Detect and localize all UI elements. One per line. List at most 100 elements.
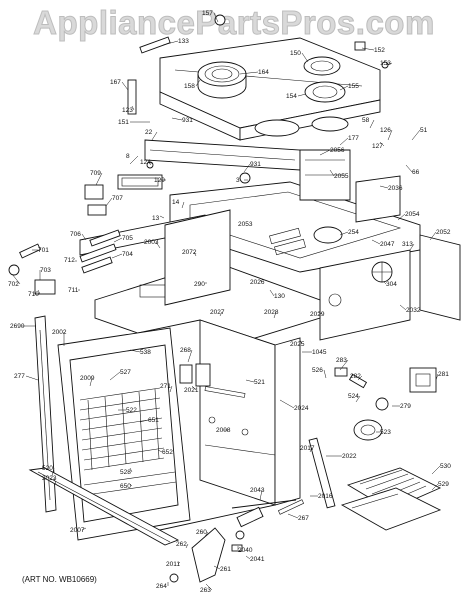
oven-light-parts [334,367,437,441]
callout-leader-c529 [431,483,439,491]
callout-label-c13: 13 [152,215,160,222]
callout-label-c526: 526 [312,367,323,374]
callout-label-c154: 154 [286,93,297,100]
callout-leader-c2072 [193,251,197,257]
callout-label-c254: 254 [348,229,359,236]
callout-leader-c538 [129,349,141,353]
callout-label-c702: 702 [8,281,19,288]
callout-leader-c130 [269,289,275,297]
callout-label-c521: 521 [254,379,265,386]
callout-label-c709: 709 [90,170,101,177]
callout-label-c2052: 2052 [436,229,451,236]
broiler-pan [340,467,442,531]
callout-leader-c158 [195,79,201,87]
callout-label-c58: 58 [362,117,370,124]
callout-leader-c2029 [317,311,323,315]
callout-label-c2026: 2026 [250,279,265,286]
callout-leader-c2041 [245,555,251,560]
callout-label-c129: 129 [154,177,165,184]
callout-leader-c155 [339,85,349,91]
callout-label-c704: 704 [122,251,133,258]
callout-leader-c2054 [397,213,406,221]
callout-leader-c652 [157,449,163,453]
callout-label-c261: 261 [220,566,231,573]
control-panel [117,139,301,190]
callout-label-c2047: 2047 [380,241,395,248]
callout-label-c712: 712 [64,257,75,264]
callout-leader-c22 [151,131,158,141]
callout-label-c522: 522 [126,407,137,414]
callout-leader-c304 [383,281,387,285]
callout-label-c2022: 2022 [342,453,357,460]
callout-label-c124: 124 [140,159,151,166]
callout-label-c2028: 2028 [264,309,279,316]
callout-leader-c650 [129,483,133,487]
callout-label-c707: 707 [112,195,123,202]
callout-label-c705: 705 [122,235,133,242]
callout-label-c133: 133 [178,38,189,45]
callout-label-c523: 523 [380,429,391,436]
callout-leader-c2023 [53,477,57,485]
callout-label-c167: 167 [110,79,121,86]
callout-label-c2032: 2032 [406,307,421,314]
callout-leader-c260 [203,531,209,539]
callout-leader-c521 [245,379,255,383]
callout-leader-c2011 [177,561,181,565]
callout-leader-c707 [105,197,113,207]
callout-label-c931: 931 [182,117,193,124]
callout-label-c2072: 2072 [182,249,197,256]
callout-leader-c66 [405,164,413,173]
hinge-latch-parts [8,184,121,295]
callout-leader-c154 [297,93,307,97]
callout-leader-c520 [51,467,55,477]
callout-label-c2054: 2054 [405,211,420,218]
callout-leader-c277 [25,375,39,381]
callout-label-c650: 650 [120,483,131,490]
callout-leader-c262 [185,543,189,549]
callout-label-c313: 313 [402,241,413,248]
callout-label-c710: 710 [28,291,39,298]
callout-leader-c2025 [299,339,303,345]
side-trim-left [34,315,57,513]
callout-label-c2036: 2036 [388,185,403,192]
callout-label-c2016: 2016 [318,493,333,500]
callout-label-c2040: 2040 [238,547,253,554]
callout-leader-c126 [387,129,393,141]
callout-label-c2690: 2690 [10,323,25,330]
callout-label-c153: 153 [380,60,391,67]
callout-label-c267: 267 [298,515,309,522]
callout-label-c2007: 2007 [70,527,85,534]
callout-label-c283: 283 [336,357,347,364]
callout-leader-c267 [287,513,299,519]
callout-label-c158: 158 [184,83,195,90]
callout-leader-c13 [159,215,165,219]
drawer-parts [169,437,336,583]
callout-label-c260: 260 [196,529,207,536]
callout-leader-c2017 [309,447,313,453]
light-bulb [375,397,389,411]
callout-leader-c2055 [329,169,335,177]
callout-label-c2009: 2009 [80,375,95,382]
callout-label-c130: 130 [274,293,285,300]
callout-label-c2025: 2025 [290,341,305,348]
callout-label-c150: 150 [290,50,301,57]
callout-leader-c651 [139,419,149,423]
callout-leader-c51 [411,129,421,141]
callout-label-c703: 703 [40,267,51,274]
callout-label-c282: 282 [350,373,361,380]
callout-leader-c2043 [259,489,263,501]
callout-label-c264: 264 [156,583,167,590]
callout-leader-c931 [171,117,183,121]
callout-label-c157: 157 [202,10,213,17]
callout-leader-c2021 [191,385,197,391]
callout-leader-c2024 [279,399,295,409]
callout-leader-c271 [169,385,173,393]
callout-label-c2021: 2021 [184,387,199,394]
callout-leader-c268 [187,349,193,363]
callout-leader-c58 [369,119,375,129]
callout-label-c271: 271 [160,383,171,390]
light-housing [409,367,437,393]
callout-label-c2003: 2003 [144,239,159,246]
callout-label-c1045: 1045 [312,349,327,356]
